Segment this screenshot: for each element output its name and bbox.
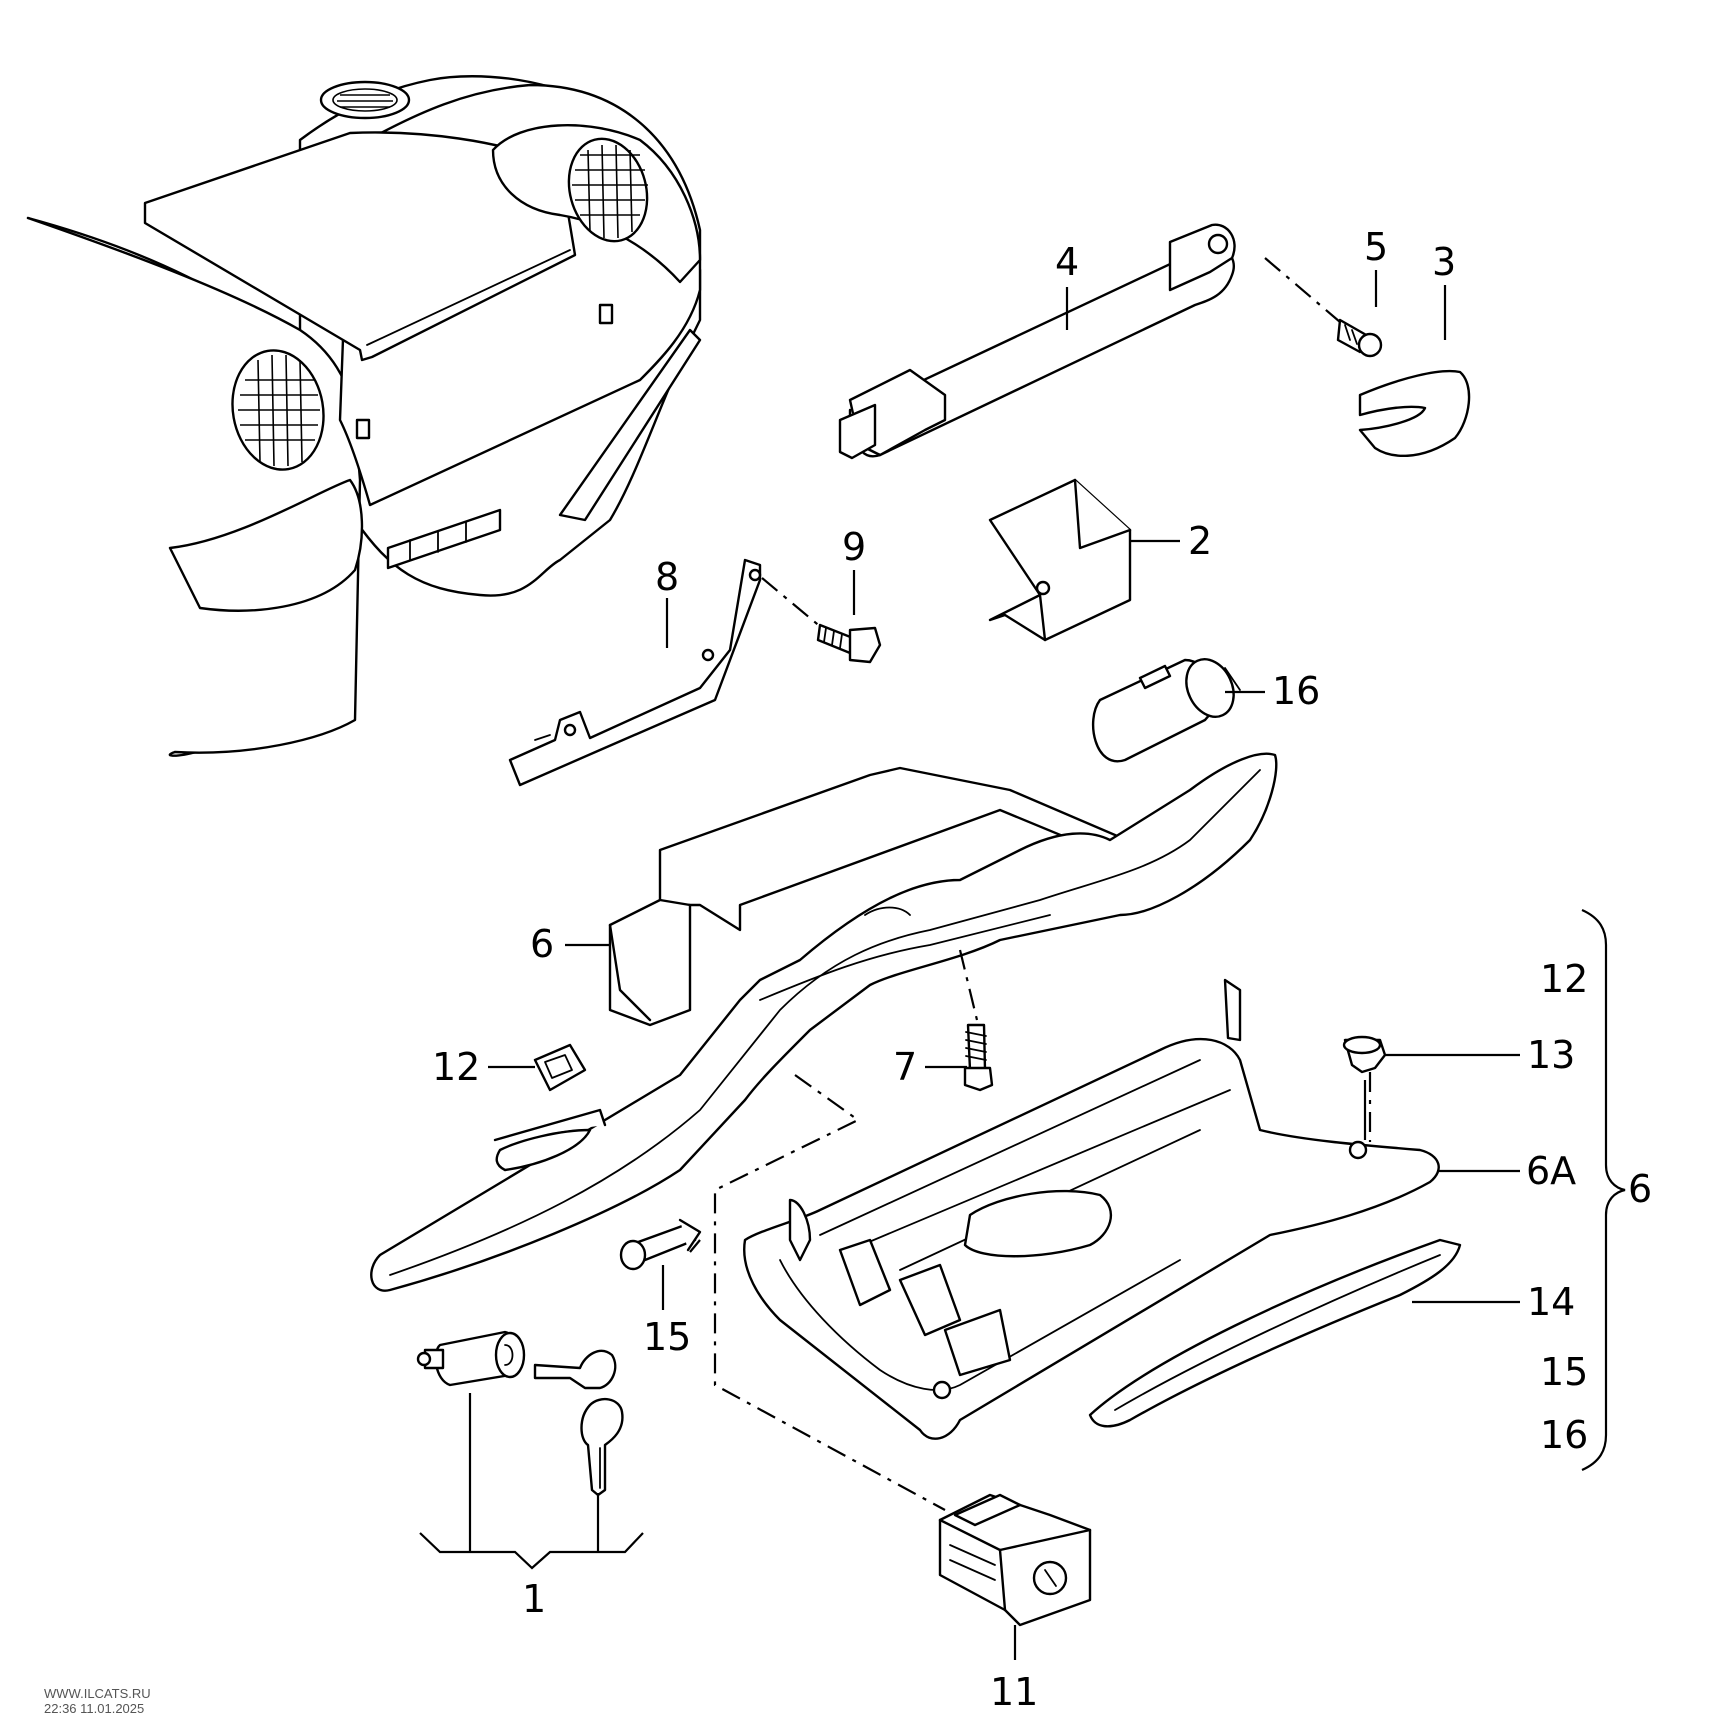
label-2: 2 [1188, 519, 1212, 563]
brace-label-12: 12 [1540, 957, 1588, 1001]
glovebox-lid [743, 978, 1440, 1440]
label-11: 11 [990, 1670, 1038, 1714]
brace-label-15: 15 [1540, 1350, 1588, 1394]
label-16: 16 [1272, 669, 1320, 713]
brace-label-6: 6 [1628, 1167, 1652, 1211]
grab-handle [838, 223, 1236, 460]
label-5: 5 [1364, 225, 1388, 269]
bolt-9 [816, 623, 882, 664]
lock-housing [938, 1493, 1092, 1627]
label-7: 7 [893, 1045, 917, 1089]
label-13: 13 [1527, 1033, 1575, 1077]
screw-5 [1336, 318, 1383, 358]
mounting-bracket [508, 558, 762, 787]
label-4: 4 [1055, 240, 1079, 284]
watermark-timestamp: 22:36 11.01.2025 [44, 1701, 145, 1716]
pin-15 [619, 1218, 702, 1271]
brace-label-16: 16 [1540, 1413, 1588, 1457]
glovebox-housing [370, 752, 1278, 1292]
label-6: 6 [530, 922, 554, 966]
label-6a: 6A [1526, 1149, 1576, 1193]
callout-labels: 4 5 3 2 8 9 16 6 12 7 13 6A 14 15 1 11 1… [432, 225, 1652, 1714]
lamp-bulb [1092, 658, 1241, 763]
screw-7 [963, 1023, 994, 1092]
watermark: WWW.ILCATS.RU 22:36 11.01.2025 [44, 1686, 151, 1716]
label-14: 14 [1527, 1280, 1575, 1324]
label-3: 3 [1432, 240, 1456, 284]
label-9: 9 [842, 525, 866, 569]
bracket-cover [988, 478, 1132, 642]
leader-lines [419, 257, 1626, 1660]
label-8: 8 [655, 555, 679, 599]
label-12: 12 [432, 1045, 480, 1089]
label-1: 1 [522, 1577, 546, 1621]
trim-strip [1088, 1238, 1462, 1428]
dashboard-panel [26, 75, 702, 757]
clip-nut-12 [533, 1043, 587, 1092]
watermark-site: WWW.ILCATS.RU [44, 1686, 151, 1701]
cover-cap [1358, 369, 1471, 457]
lock-cylinder-set [416, 1330, 624, 1497]
expansion-clip-13 [1342, 1035, 1387, 1074]
label-15: 15 [643, 1315, 691, 1359]
